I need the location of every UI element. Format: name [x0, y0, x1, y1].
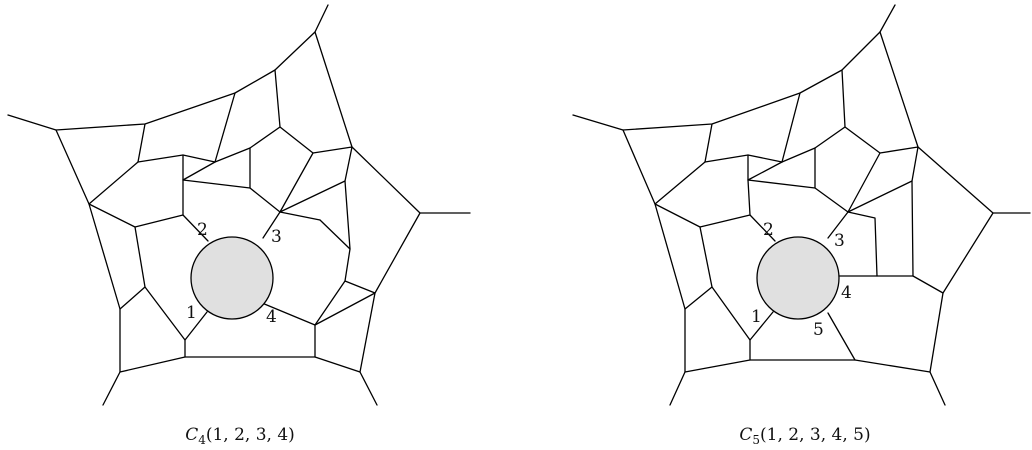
edge — [261, 302, 316, 326]
edge — [134, 161, 216, 228]
shaded-blob — [190, 236, 274, 320]
port-label: 4 — [266, 307, 277, 327]
diagram-c4: 1 2 3 4 C4(1, 2, 3, 4) — [7, 4, 471, 447]
port-label: 2 — [763, 220, 774, 240]
edge — [88, 161, 146, 310]
edge — [781, 92, 801, 163]
edge — [359, 371, 378, 406]
edge — [182, 179, 346, 213]
port-labels-c5: 1 2 3 4 5 — [751, 220, 852, 340]
edge — [137, 126, 376, 358]
port-label: 4 — [841, 283, 852, 303]
port-label: 1 — [186, 303, 197, 323]
diagram-c5: 1 2 3 4 5 C5(1, 2, 3, 4, 5) — [572, 4, 1031, 447]
edge — [7, 114, 57, 131]
edge — [214, 92, 236, 163]
port-label: 2 — [197, 220, 208, 240]
port-label: 1 — [751, 307, 762, 327]
edge — [929, 371, 946, 406]
edge — [669, 371, 686, 406]
edge — [314, 280, 346, 326]
graph-edges-c5 — [572, 4, 1031, 406]
edge — [572, 114, 624, 131]
edge — [749, 214, 776, 242]
edge — [749, 311, 774, 341]
edge — [622, 31, 994, 373]
edge — [711, 286, 751, 361]
port-label: 3 — [834, 231, 845, 251]
edge — [102, 371, 121, 406]
edge — [274, 69, 281, 128]
caption-c4: C4(1, 2, 3, 4) — [185, 425, 295, 447]
edge — [747, 179, 913, 213]
edge — [319, 219, 351, 250]
edge — [182, 214, 209, 242]
port-label: 3 — [271, 227, 282, 247]
port-labels-c4: 1 2 3 4 — [186, 220, 282, 327]
edge — [137, 123, 146, 163]
graph-edges-c4 — [7, 4, 471, 406]
edge — [279, 211, 321, 221]
edge — [847, 211, 914, 277]
edge — [699, 161, 783, 228]
edge — [704, 123, 713, 163]
shaded-blob — [756, 236, 840, 320]
edge — [144, 286, 186, 358]
edge — [879, 4, 896, 33]
edge — [262, 211, 281, 239]
edge — [184, 311, 208, 341]
edge — [55, 31, 421, 373]
edge — [827, 211, 849, 239]
edge — [847, 152, 881, 213]
edge — [314, 4, 329, 33]
edge — [827, 312, 856, 361]
caption-c5: C5(1, 2, 3, 4, 5) — [739, 425, 870, 447]
edge — [279, 152, 314, 213]
edge — [704, 126, 944, 294]
edge — [841, 69, 846, 128]
port-label: 5 — [813, 320, 824, 340]
